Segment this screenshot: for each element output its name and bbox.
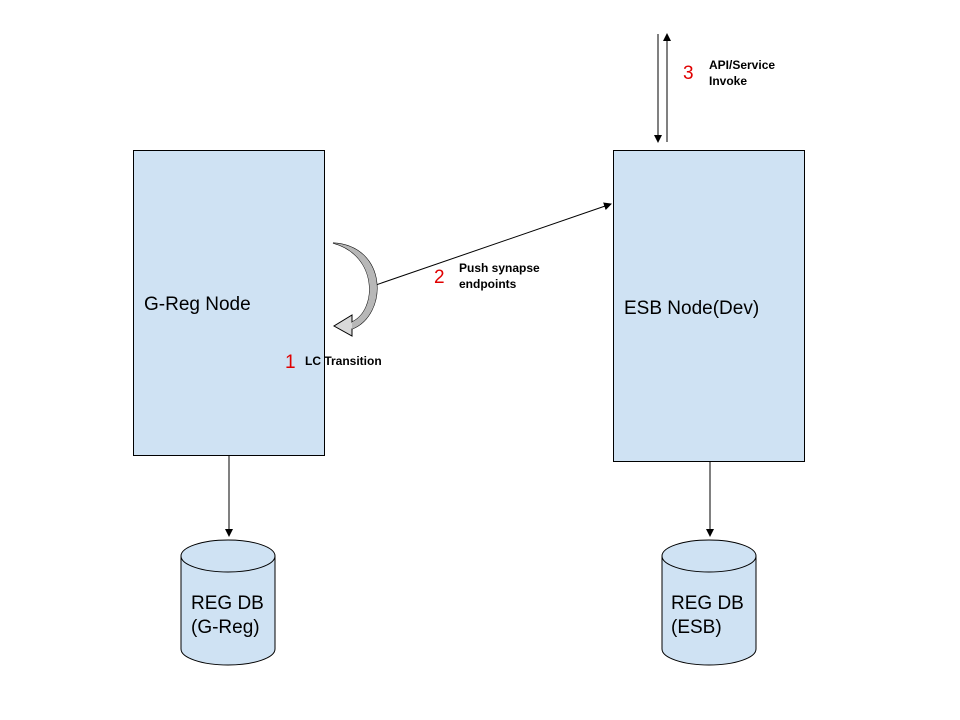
push-endpoints-arrow xyxy=(369,202,612,288)
esb-db-cylinder xyxy=(661,539,757,666)
step-2-text: Push synapse endpoints xyxy=(459,260,540,292)
step-2-text-line2: endpoints xyxy=(459,277,517,291)
greg-db-cylinder xyxy=(180,539,276,666)
lc-transition-curved-arrow xyxy=(332,242,378,337)
step-3-number: 3 xyxy=(683,63,694,84)
greg-node: G-Reg Node xyxy=(133,150,325,456)
esb-node: ESB Node(Dev) xyxy=(613,150,805,462)
step-3-text: API/Service Invoke xyxy=(709,57,775,89)
step-1-text: LC Transition xyxy=(305,354,382,368)
step-2-number: 2 xyxy=(434,267,445,288)
step-3-text-line2: Invoke xyxy=(709,74,748,88)
step-3-text-line1: API/Service xyxy=(709,58,776,72)
greg-node-label: G-Reg Node xyxy=(144,294,251,315)
step-1-number: 1 xyxy=(285,352,296,373)
greg-db-label-line2: (G-Reg) xyxy=(191,617,260,638)
esb-db-label-line1: REG DB xyxy=(671,593,744,614)
greg-db-label-line1: REG DB xyxy=(191,593,264,614)
esb-node-label: ESB Node(Dev) xyxy=(624,298,760,319)
greg-db-label: REG DB (G-Reg) xyxy=(191,592,264,640)
esb-db-label: REG DB (ESB) xyxy=(671,592,744,640)
step-2-text-line1: Push synapse xyxy=(459,261,540,275)
esb-db-label-line2: (ESB) xyxy=(671,617,722,638)
